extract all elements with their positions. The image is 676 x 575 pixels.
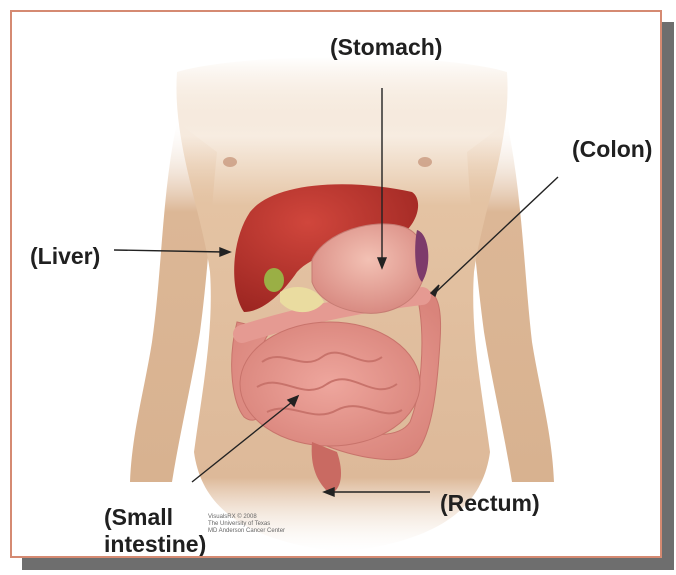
credit-line3: MD Anderson Cancer Center [208, 528, 298, 535]
credit-line2: The University of Texas [208, 521, 298, 528]
label-small-intestine-line2: intestine) [104, 531, 244, 558]
credit-line1: VisualsRX © 2008 [208, 514, 298, 521]
diagram-frame: (Stomach) (Colon) (Liver) (Rectum) (Smal… [10, 10, 662, 558]
left-nipple [223, 157, 237, 167]
right-nipple [418, 157, 432, 167]
anatomy-illustration [12, 12, 662, 558]
label-rectum: (Rectum) [440, 490, 540, 517]
label-liver: (Liver) [30, 243, 100, 270]
gallbladder-organ [264, 268, 284, 292]
label-stomach: (Stomach) [330, 34, 442, 61]
label-colon: (Colon) [572, 136, 652, 163]
image-credit: VisualsRX © 2008 The University of Texas… [208, 514, 298, 535]
